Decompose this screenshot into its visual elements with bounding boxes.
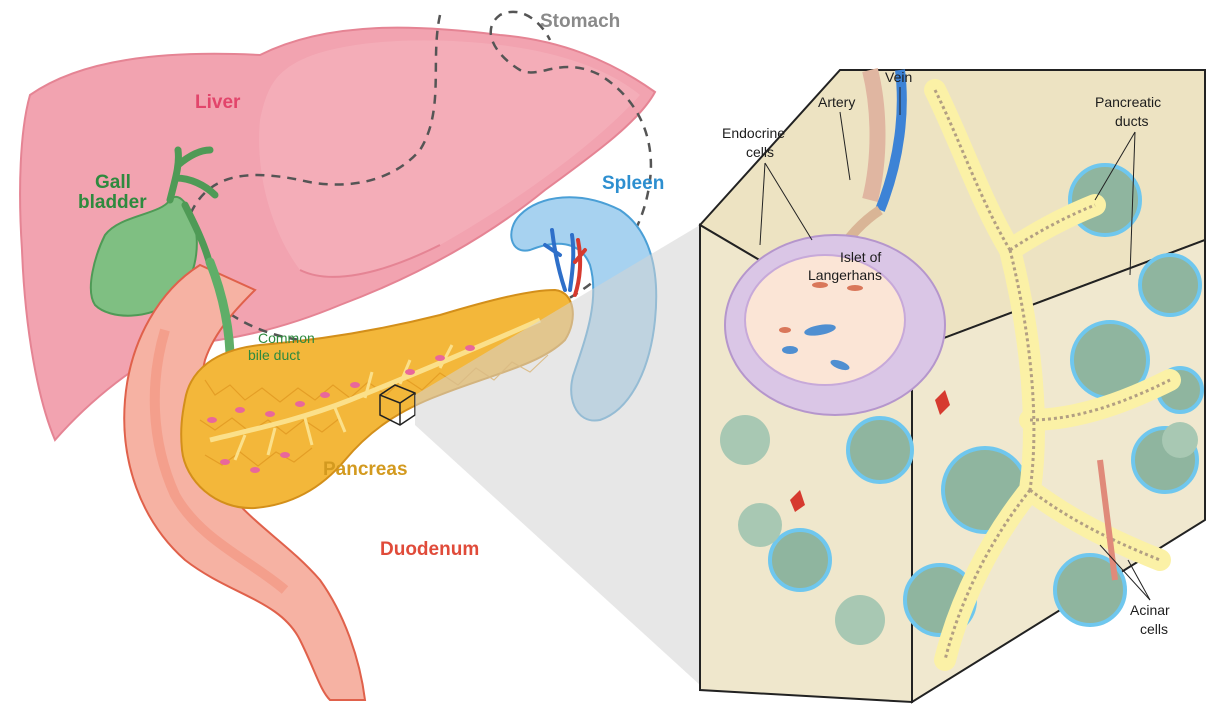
label-acinar-line2: cells [1140, 621, 1168, 637]
label-stomach: Stomach [540, 11, 620, 32]
label-vein: Vein [885, 69, 912, 85]
label-islet-line1: Islet of [840, 249, 881, 265]
label-duodenum: Duodenum [380, 539, 479, 560]
label-common-line1: Common [258, 330, 315, 346]
label-islet-line2: Langerhans [808, 267, 882, 283]
label-artery: Artery [818, 94, 855, 110]
label-endocrine-line1: Endocrine [722, 125, 785, 141]
label-common-line2: bile duct [248, 347, 300, 363]
label-pancreatic-line2: ducts [1115, 113, 1148, 129]
label-pancreas: Pancreas [323, 459, 408, 480]
label-gall-line2: bladder [78, 192, 147, 213]
label-spleen: Spleen [602, 173, 664, 194]
label-liver: Liver [195, 92, 241, 113]
label-endocrine-line2: cells [746, 144, 774, 160]
label-pancreatic-line1: Pancreatic [1095, 94, 1161, 110]
label-acinar-line1: Acinar [1130, 602, 1170, 618]
label-gall-line1: Gall [95, 172, 131, 193]
